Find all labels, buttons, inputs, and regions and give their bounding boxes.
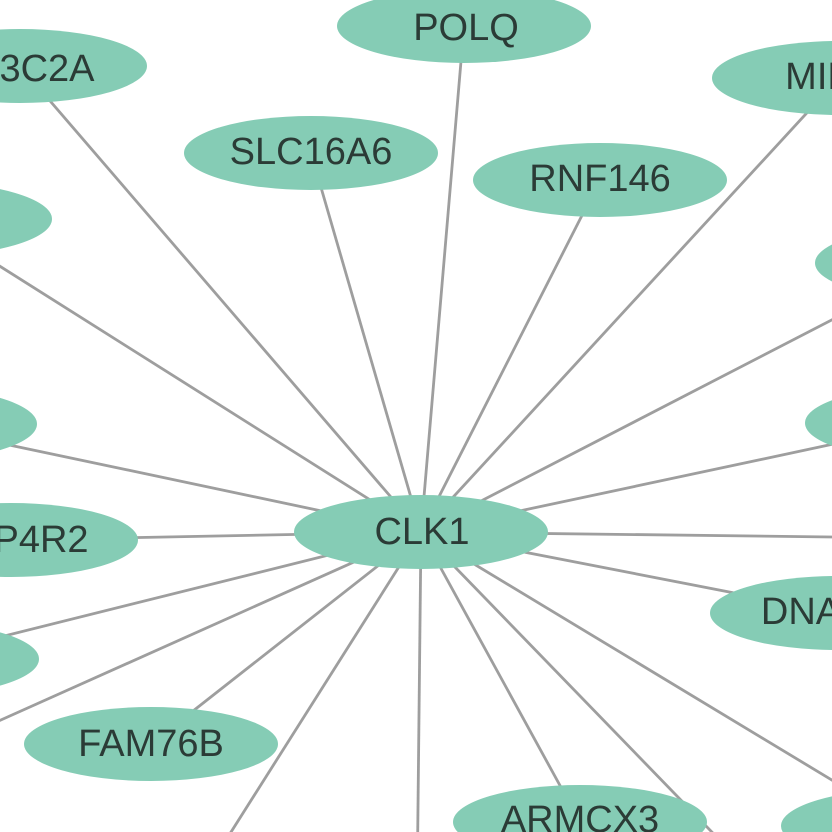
node-label-rnf146: RNF146 [529, 158, 671, 200]
node-label-fam76b: FAM76B [78, 723, 224, 765]
node-ellipse-fam76b[interactable] [24, 707, 278, 781]
graph-node-3c2a[interactable]: 3C2A [0, 29, 147, 103]
graph-edge-clk1-left-upper [0, 264, 422, 534]
graph-node-dna[interactable]: DNA [710, 576, 832, 650]
graph-node-rnf146[interactable]: RNF146 [473, 143, 727, 217]
node-label-polq: POLQ [413, 7, 519, 49]
graph-node-armcx3[interactable]: ARMCX3 [453, 785, 707, 832]
node-ellipse-rnf146[interactable] [473, 143, 727, 217]
node-ellipse-clk1[interactable] [294, 495, 548, 569]
graph-node-right-lower[interactable] [805, 386, 832, 460]
node-ellipse-dna[interactable] [710, 576, 832, 650]
graph-edge-clk1-right-upper [420, 318, 832, 534]
graph-node-fam76b[interactable]: FAM76B [24, 707, 278, 781]
graph-node-left-middle[interactable] [0, 387, 37, 461]
node-ellipse-3c2a[interactable] [0, 29, 147, 103]
node-ellipse-left-middle[interactable] [0, 387, 37, 461]
graph-edge-clk1-rnf146 [419, 179, 602, 533]
graph-edge-clk1-3c2a [18, 65, 423, 533]
node-label-clk1: CLK1 [374, 511, 469, 553]
node-label-3c2a: 3C2A [0, 48, 95, 90]
node-ellipse-left-lower[interactable] [0, 622, 39, 696]
node-label-mir: MIR [785, 56, 832, 98]
graph-edge-clk1-off-bottom [416, 531, 423, 832]
graph-edge-clk1-slc16a6 [309, 152, 423, 533]
graph-node-left-lower[interactable] [0, 622, 39, 696]
node-ellipse-right-lower[interactable] [805, 386, 832, 460]
node-label-p4r2: P4R2 [0, 519, 89, 561]
graph-node-clk1[interactable]: CLK1 [294, 495, 548, 569]
node-label-slc16a6: SLC16A6 [230, 131, 393, 173]
node-ellipse-mir[interactable] [712, 41, 832, 115]
graph-edge-clk1-bottom-right [420, 530, 832, 782]
graph-edge-clk1-off-bottom-left [229, 531, 423, 832]
graph-edge-clk1-fam76b [150, 530, 422, 746]
graph-node-slc16a6[interactable]: SLC16A6 [184, 116, 438, 190]
node-ellipse-slc16a6[interactable] [184, 116, 438, 190]
graph-edge-clk1-mir [419, 83, 832, 533]
graph-node-bottom-right[interactable] [781, 789, 832, 832]
graph-edge-clk1-polq [419, 25, 466, 533]
graph-node-mir[interactable]: MIR [712, 41, 832, 115]
graph-node-p4r2[interactable]: P4R2 [0, 503, 138, 577]
node-ellipse-p4r2[interactable] [0, 503, 138, 577]
node-label-armcx3: ARMCX3 [501, 799, 659, 832]
node-ellipse-bottom-right[interactable] [781, 789, 832, 832]
node-ellipse-polq[interactable] [337, 0, 591, 63]
node-ellipse-left-upper[interactable] [0, 182, 52, 256]
node-ellipse-right-upper[interactable] [815, 226, 832, 300]
graph-edge-clk1-off-bottom-right [419, 531, 714, 832]
graph-node-right-upper[interactable] [815, 226, 832, 300]
edges-layer [0, 25, 832, 832]
graph-edge-clk1-armcx3 [419, 531, 582, 823]
graph-node-polq[interactable]: POLQ [337, 0, 591, 63]
graph-node-left-upper[interactable] [0, 182, 52, 256]
graph-edge-clk1-off-left-down [0, 530, 422, 722]
node-label-dna: DNA [761, 591, 832, 633]
node-ellipse-armcx3[interactable] [453, 785, 707, 832]
